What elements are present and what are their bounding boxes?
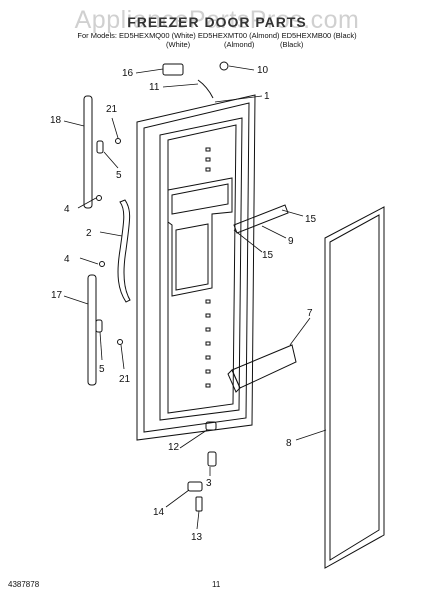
leader-14 [165,489,190,508]
part-4-screw-top [96,195,102,201]
callout-11: 11 [149,82,160,93]
callout-4b: 4 [64,254,70,265]
leader-15b [233,229,263,253]
callout-5b: 5 [99,364,105,375]
leader-15a [281,209,304,217]
leader-1 [214,95,263,103]
callout-2: 2 [86,228,92,239]
part-16-block [162,63,184,76]
page-title: FREEZER DOOR PARTS [127,14,307,30]
leader-5b [99,331,103,361]
color-black-label: (Black) [280,40,304,49]
leader-17 [63,295,89,305]
leader-11 [162,83,199,88]
leader-4a [77,197,97,209]
part-12-bushing [205,421,217,431]
callout-15a: 15 [305,214,317,225]
watermark: AppliancePartsPros.com [74,6,360,34]
footer-part-number: 4387878 [8,580,40,589]
leader-12 [179,429,208,449]
color-white-label: (White) [166,40,191,49]
shelf-rail-holes [205,147,211,388]
leader-9 [261,225,287,239]
part-3-washer [207,451,217,467]
callout-12: 12 [168,442,180,453]
callout-14: 14 [153,507,165,518]
door-gasket-inner [329,214,380,561]
dispenser-grille [171,183,229,215]
callout-9: 9 [288,236,294,247]
callout-3: 3 [206,478,212,489]
part-14-bracket [187,481,203,492]
door-gasket [324,206,385,569]
callout-4a: 4 [64,204,70,215]
leader-5a [103,151,119,169]
dispenser-housing [167,177,233,297]
trim-strip-17 [87,274,97,386]
part-21-screw-top [115,138,121,144]
leader-10 [228,65,255,71]
door-outer-frame [136,94,256,441]
leader-13 [196,510,200,530]
callout-17: 17 [51,290,63,301]
leader-21a [111,117,119,139]
callout-5a: 5 [116,170,122,181]
callout-1: 1 [264,91,270,102]
door-bin [231,344,297,389]
footer-page-number: 11 [212,580,221,589]
callout-15b: 15 [262,250,274,261]
door-inner-rim [143,102,250,433]
part-10-screw [219,61,229,71]
callout-7: 7 [307,308,313,319]
dispenser-panel [175,223,209,291]
part-4-screw-bottom [99,261,105,267]
door-liner [159,117,243,421]
leader-18 [63,120,85,127]
leader-2 [99,231,123,237]
bracket-9 [233,204,289,234]
leader-7 [289,317,311,346]
leader-8 [295,429,327,441]
leader-4b [79,257,99,265]
trim-strip-18 [83,95,93,209]
callout-21b: 21 [119,374,131,385]
callout-18: 18 [50,115,62,126]
part-11-wire [197,79,214,99]
part-21-screw-bottom [117,339,123,345]
models-line: For Models: ED5HEXMQ00 (White) ED5HEXMT0… [77,31,357,40]
callout-13: 13 [191,532,203,543]
door-liner-inner [167,124,237,414]
callout-8: 8 [286,438,292,449]
part-5-clip-bottom [95,319,103,333]
part-13-screw [195,496,203,512]
door-handle [117,199,131,303]
callout-16: 16 [122,68,134,79]
part-5-clip-top [96,140,104,154]
color-almond-label: (Almond) [224,40,255,49]
door-bin-front [227,369,241,393]
callout-21a: 21 [106,104,118,115]
callout-10: 10 [257,65,269,76]
leader-16 [135,68,164,74]
leader-21b [120,344,125,370]
